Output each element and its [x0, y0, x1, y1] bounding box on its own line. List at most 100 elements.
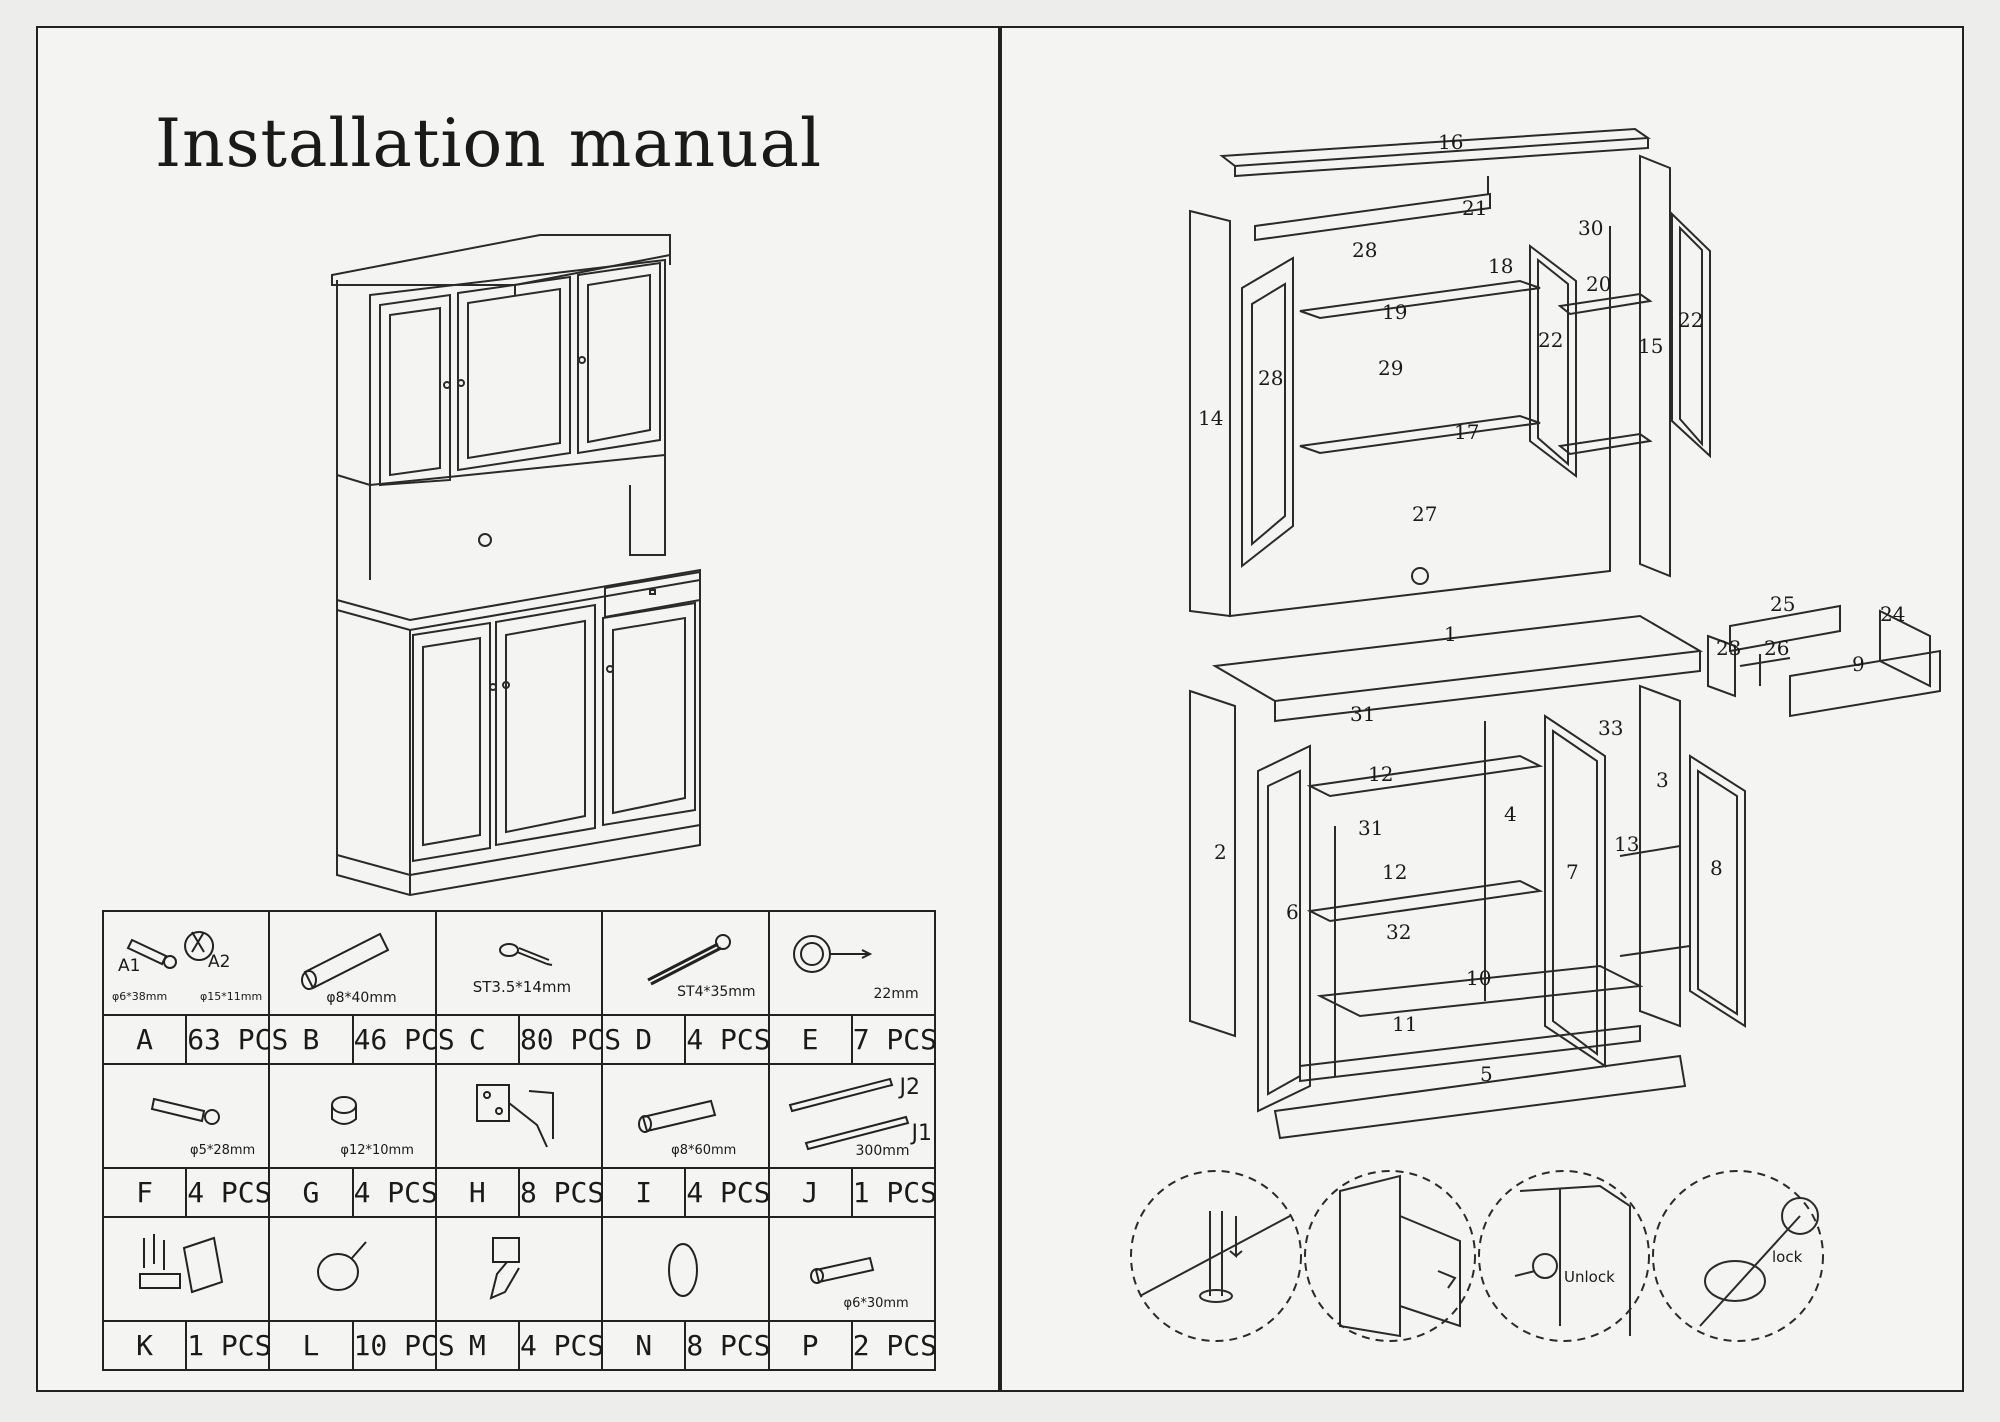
- qty-n: 8 PCS: [684, 1320, 771, 1371]
- size-j: 300mm: [855, 1143, 910, 1159]
- qty-b: 46 PCS: [351, 1014, 455, 1065]
- part-label: 15: [1638, 334, 1664, 358]
- felt-pad-nail-icon: [317, 1241, 368, 1291]
- label-j2: J2: [899, 1075, 921, 1100]
- hardware-cell-b: φ8*40mm: [268, 910, 437, 1016]
- part-label: 18: [1488, 254, 1514, 278]
- hardware-cell-f: φ5*28mm: [101, 1063, 271, 1169]
- wood-screw-icon: [498, 943, 552, 966]
- part-label: 22: [1538, 328, 1564, 352]
- part-label: 28: [1352, 238, 1378, 262]
- hardware-cell-e: 22mm: [767, 910, 936, 1016]
- cam-lock-icon: [331, 1096, 358, 1125]
- hardware-cell-d: ST4*35mm: [601, 910, 770, 1016]
- part-label: 26: [1764, 636, 1790, 660]
- part-label: 13: [1614, 832, 1640, 856]
- hardware-cell-k: [101, 1216, 271, 1322]
- lock-label: lock: [1772, 1248, 1803, 1266]
- size-p: φ6*30mm: [843, 1296, 909, 1311]
- drawer-slide-icon: [788, 1077, 909, 1151]
- part-label: 9: [1852, 652, 1865, 676]
- hardware-parts-table: A1 A2 φ6*38mm φ15*11mm φ8*40mm ST3.5*14m…: [101, 910, 937, 1371]
- qty-d: 4 PCS: [684, 1014, 771, 1065]
- part-label: 12: [1368, 762, 1394, 786]
- hardware-cell-n: [601, 1216, 770, 1322]
- letter-i: I: [601, 1167, 687, 1218]
- qty-j: 1 PCS: [850, 1167, 937, 1218]
- small-hinge-icon: [489, 1237, 520, 1300]
- qty-k: 1 PCS: [185, 1320, 271, 1371]
- letter-l: L: [268, 1320, 354, 1371]
- part-label: 2: [1214, 840, 1227, 864]
- size-a2: φ15*11mm: [200, 990, 263, 1003]
- qty-e: 7 PCS: [850, 1014, 937, 1065]
- letter-j: J: [767, 1167, 853, 1218]
- part-label: 20: [1586, 272, 1612, 296]
- size-i: φ8*60mm: [671, 1143, 737, 1158]
- anti-tip-kit-icon: [139, 1234, 224, 1294]
- qty-i: 4 PCS: [684, 1167, 771, 1218]
- part-label: 33: [1598, 716, 1624, 740]
- manual-title: Installation manual: [155, 105, 823, 182]
- hardware-cell-h: [434, 1063, 604, 1169]
- label-j1: J1: [911, 1121, 933, 1146]
- qty-m: 4 PCS: [517, 1320, 604, 1371]
- part-label: 32: [1386, 920, 1412, 944]
- letter-c: C: [434, 1014, 520, 1065]
- size-f: φ5*28mm: [190, 1143, 256, 1158]
- size-b: φ8*40mm: [326, 990, 397, 1006]
- label-a1: A1: [118, 956, 141, 976]
- cam-bolt-icon: [150, 1097, 220, 1125]
- qty-f: 4 PCS: [185, 1167, 271, 1218]
- letter-a: A: [101, 1014, 188, 1065]
- part-label: 8: [1710, 856, 1723, 880]
- part-label: 27: [1412, 502, 1438, 526]
- part-label: 29: [1378, 356, 1404, 380]
- part-label: 22: [1678, 308, 1704, 332]
- size-g: φ12*10mm: [340, 1143, 414, 1158]
- letter-n: N: [601, 1320, 687, 1371]
- hinge-icon: [475, 1084, 554, 1148]
- part-label: 23: [1716, 636, 1742, 660]
- cam-bolt-and-lock-icon: [126, 931, 215, 969]
- part-label: 25: [1770, 592, 1796, 616]
- part-label: 11: [1392, 1012, 1418, 1036]
- unlock-label: Unlock: [1564, 1268, 1615, 1286]
- part-label: 31: [1350, 702, 1376, 726]
- part-label: 14: [1198, 406, 1224, 430]
- hardware-cell-i: φ8*60mm: [601, 1063, 770, 1169]
- part-label: 17: [1454, 420, 1480, 444]
- qty-p: 2 PCS: [850, 1320, 937, 1371]
- letter-d: D: [601, 1014, 687, 1065]
- letter-m: M: [434, 1320, 520, 1371]
- part-label: 19: [1382, 300, 1408, 324]
- part-label: 6: [1286, 900, 1299, 924]
- ring-icon: [668, 1243, 699, 1297]
- exploded-view-drawing: [1130, 127, 1941, 1342]
- hardware-cell-a: A1 A2 φ6*38mm φ15*11mm: [101, 910, 271, 1016]
- letter-h: H: [434, 1167, 520, 1218]
- part-label: 16: [1438, 130, 1464, 154]
- hardware-cell-m: [434, 1216, 604, 1322]
- assembled-cabinet-drawing: [331, 234, 701, 897]
- part-label: 28: [1258, 366, 1284, 390]
- part-label: 30: [1578, 216, 1604, 240]
- hardware-cell-j: J2 J1 300mm: [767, 1063, 936, 1169]
- short-dowel-icon: [809, 1256, 874, 1284]
- knob-icon: [792, 935, 872, 973]
- part-label: 7: [1566, 860, 1579, 884]
- size-d: ST4*35mm: [677, 984, 756, 1000]
- part-label: 1: [1444, 622, 1457, 646]
- hardware-cell-g: φ12*10mm: [268, 1063, 437, 1169]
- qty-g: 4 PCS: [351, 1167, 438, 1218]
- size-e: 22mm: [873, 986, 919, 1002]
- qty-l: 10 PCS: [351, 1320, 455, 1371]
- letter-g: G: [268, 1167, 354, 1218]
- part-label: 31: [1358, 816, 1384, 840]
- part-label: 5: [1480, 1062, 1493, 1086]
- qty-c: 80 PCS: [517, 1014, 621, 1065]
- wooden-dowel-icon: [301, 932, 390, 990]
- part-label: 10: [1466, 966, 1492, 990]
- hardware-cell-l: [268, 1216, 437, 1322]
- letter-p: P: [767, 1320, 853, 1371]
